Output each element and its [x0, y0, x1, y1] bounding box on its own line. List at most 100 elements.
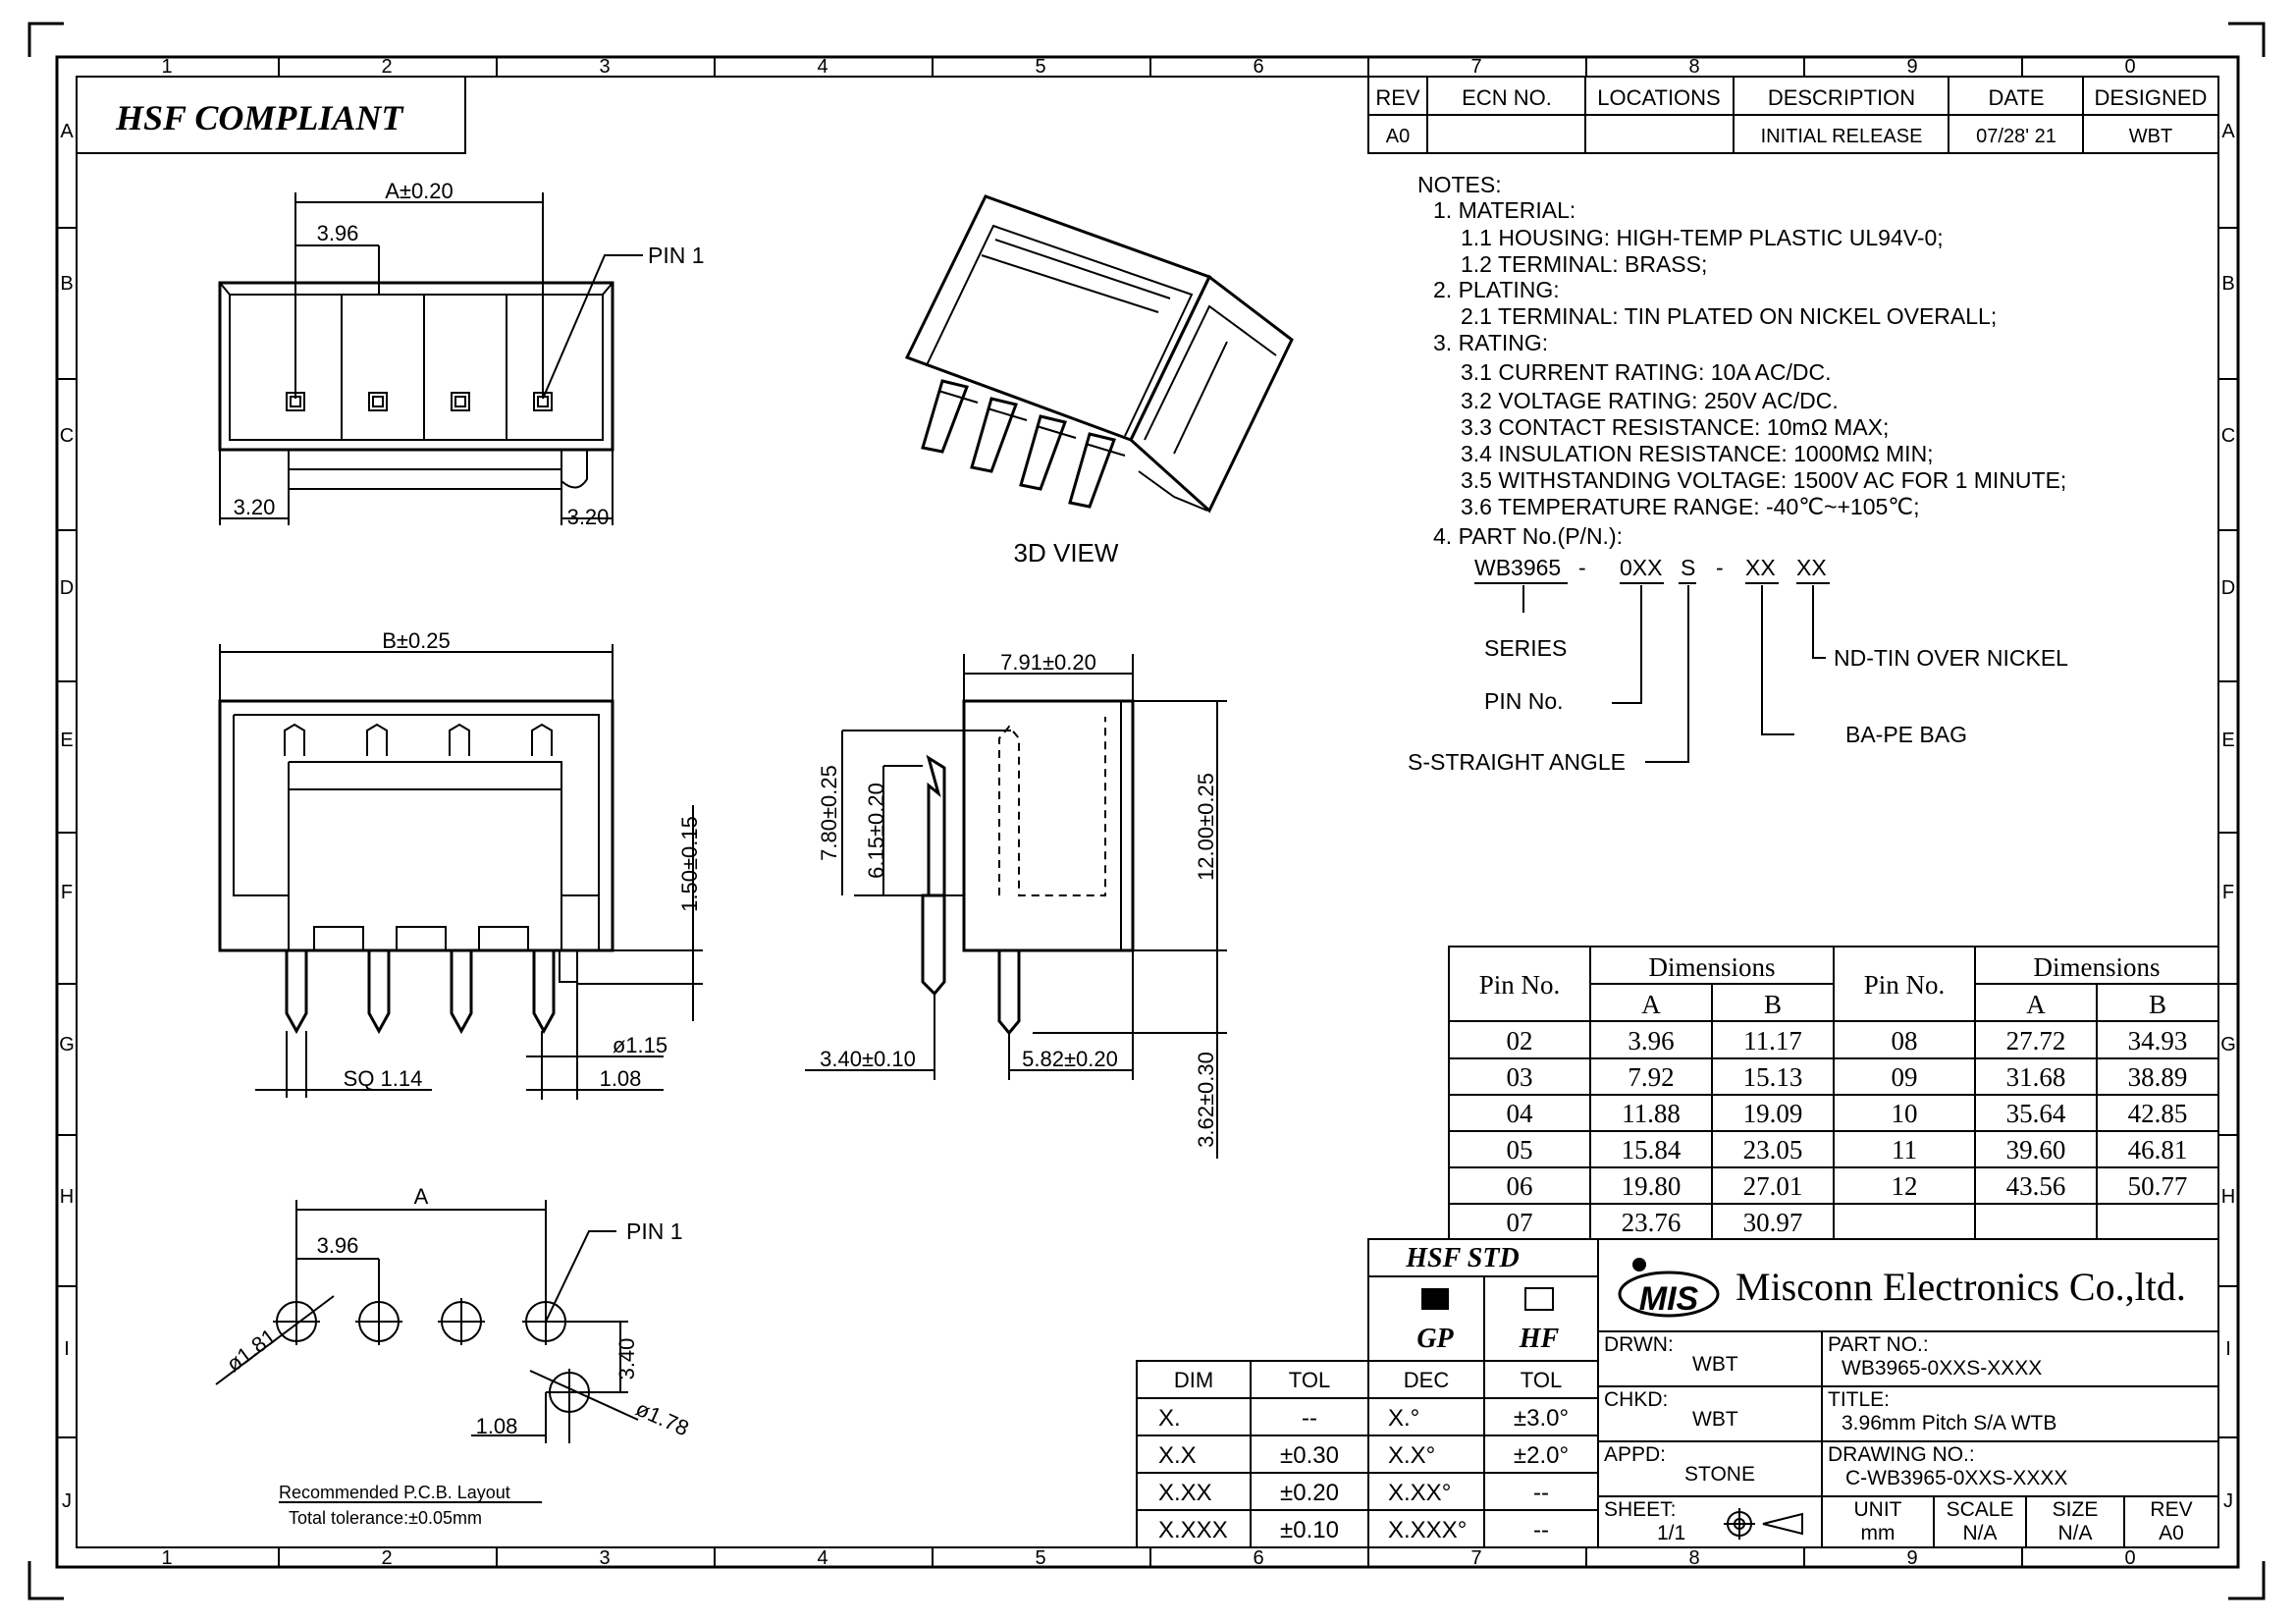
drawing-value: C-WB3965-0XXS-XXXX	[1845, 1467, 2067, 1489]
tol-cell: ±0.10	[1280, 1517, 1339, 1543]
tol-header: DIM	[1174, 1368, 1213, 1392]
col-label: 9	[1906, 56, 1917, 78]
col-label: 2	[381, 1547, 392, 1569]
dt-cell: 12	[1892, 1171, 1918, 1201]
rev-header: LOCATIONS	[1597, 85, 1721, 110]
tol-cell: --	[1302, 1405, 1317, 1432]
tol-cell: X.XXX	[1158, 1517, 1228, 1543]
dim-582-side: 5.82±0.20	[1022, 1047, 1118, 1071]
dt-cell: 19.80	[1622, 1171, 1682, 1201]
note-line: 3.5 WITHSTANDING VOLTAGE: 1500V AC FOR 1…	[1461, 467, 2066, 493]
dt-cell: 10	[1892, 1099, 1918, 1128]
rev-value: A0	[2159, 1522, 2184, 1544]
dt-cell: 11	[1892, 1135, 1917, 1164]
dt-cell: 04	[1507, 1099, 1534, 1128]
dt-cell: 19.09	[1743, 1099, 1803, 1128]
part-number-breakdown: WB3965 - 0XX S - XX XX SERIES PIN No. S-…	[1408, 555, 2068, 775]
row-label: I	[2225, 1338, 2231, 1360]
row-label: E	[60, 730, 73, 751]
pn-pin-code: 0XX	[1620, 555, 1662, 580]
pin1-label: PIN 1	[648, 243, 705, 268]
dt-cell: 3.96	[1628, 1026, 1674, 1056]
rev-header: DATE	[1988, 85, 2044, 110]
chkd-label: CHKD:	[1604, 1388, 1668, 1411]
dt-cell: 7.92	[1628, 1062, 1674, 1092]
top-view: A±0.20 3.96 3.20 3.20 PIN 1	[218, 179, 705, 529]
hsf-banner: HSF COMPLIANT	[115, 98, 404, 137]
unit-label: UNIT	[1854, 1498, 1902, 1521]
part-value: WB3965-0XXS-XXXX	[1842, 1357, 2042, 1380]
note-line: 2.1 TERMINAL: TIN PLATED ON NICKEL OVERA…	[1461, 303, 1997, 329]
column-labels-bottom: 1 2 3 4 5 6 7 8 9 0	[161, 1547, 2135, 1569]
note-line: 3.1 CURRENT RATING: 10A AC/DC.	[1461, 359, 1831, 385]
note-line: 3.3 CONTACT RESISTANCE: 10mΩ MAX;	[1461, 414, 1889, 440]
col-label: 7	[1470, 56, 1481, 78]
dim-a-top: A±0.20	[385, 179, 454, 203]
dt-cell: 15.13	[1743, 1062, 1803, 1092]
pn-series-label: SERIES	[1484, 635, 1567, 661]
dt-cell: 35.64	[2006, 1099, 2066, 1128]
dim-108-front: 1.08	[600, 1066, 642, 1091]
revision-block: REV ECN NO. LOCATIONS DESCRIPTION DATE D…	[1367, 76, 2219, 154]
3d-pin	[1068, 432, 1116, 509]
dim-left-top: 3.20	[234, 495, 276, 519]
dim-pitch-top: 3.96	[317, 221, 359, 245]
tol-cell: X.	[1158, 1405, 1181, 1432]
row-label: E	[2221, 730, 2234, 751]
3d-view-label: 3D VIEW	[1014, 538, 1119, 568]
row-label: G	[2220, 1034, 2236, 1056]
dim-108-pcb: 1.08	[476, 1414, 518, 1438]
dt-cell: 07	[1507, 1208, 1533, 1237]
dt-cell: 15.84	[1622, 1135, 1682, 1164]
pcb-tolerance: Total tolerance:±0.05mm	[289, 1508, 482, 1528]
hsf-banner-box	[76, 76, 466, 154]
dt-header-a: A	[2026, 990, 2046, 1019]
hsf-cell: X.XXX°	[1388, 1517, 1467, 1543]
logo-text: MIS	[1639, 1280, 1699, 1318]
col-label: 5	[1035, 1547, 1045, 1569]
row-label: F	[61, 882, 73, 903]
appd-value: STONE	[1684, 1463, 1755, 1486]
row-label: H	[60, 1186, 74, 1208]
pn-pin-label: PIN No.	[1484, 688, 1564, 714]
zone-ticks	[57, 57, 2238, 1567]
dim-340-pcb: 3.40	[614, 1338, 639, 1380]
row-label: C	[60, 425, 74, 447]
dt-cell: 50.77	[2128, 1171, 2188, 1201]
title-label: TITLE:	[1828, 1388, 1890, 1411]
dt-header-pin: Pin No.	[1479, 970, 1561, 1000]
company-logo: MIS	[1618, 1258, 1720, 1318]
notes: NOTES: 1. MATERIAL: 1.1 HOUSING: HIGH-TE…	[1417, 172, 2066, 549]
unit-value: mm	[1861, 1522, 1896, 1544]
3d-pin	[970, 397, 1018, 473]
rev-header: REV	[1375, 85, 1420, 110]
pin1-label-pcb: PIN 1	[626, 1218, 683, 1244]
front-housing	[218, 699, 614, 952]
3d-body	[904, 194, 1212, 442]
tol-header: TOL	[1289, 1368, 1330, 1392]
rev-cell: A0	[1386, 126, 1410, 147]
note-line: 1.1 HOUSING: HIGH-TEMP PLASTIC UL94V-0;	[1461, 225, 1944, 250]
part-label: PART NO.:	[1828, 1333, 1929, 1356]
3d-view: 3D VIEW	[904, 194, 1294, 568]
dt-header-pin: Pin No.	[1864, 970, 1946, 1000]
note-line: 3.4 INSULATION RESISTANCE: 1000MΩ MIN;	[1461, 441, 1934, 466]
tol-cell: X.X	[1158, 1442, 1197, 1469]
dt-header-dim: Dimensions	[2033, 952, 2160, 982]
drawing-label: DRAWING NO.:	[1828, 1443, 1975, 1466]
row-label: A	[2221, 121, 2235, 142]
row-labels-left: A B C D E F G H I J	[59, 121, 75, 1512]
note-line: 1. MATERIAL:	[1433, 197, 1575, 223]
sheet-label: SHEET:	[1604, 1498, 1677, 1521]
rev-header: DESIGNED	[2095, 85, 2208, 110]
row-label: H	[2221, 1186, 2235, 1208]
row-label: F	[2222, 882, 2234, 903]
col-label: 8	[1688, 1547, 1699, 1569]
3d-pin	[921, 379, 970, 454]
dt-cell: 11.17	[1743, 1026, 1802, 1056]
pn-dash: -	[1578, 555, 1586, 580]
hsf-cell: X.XX°	[1388, 1480, 1451, 1506]
side-view: 7.91±0.20 7.80±0.25 6.15±0.20 12.00±0.25…	[805, 650, 1227, 1159]
dim-791-side: 7.91±0.20	[1000, 650, 1096, 675]
